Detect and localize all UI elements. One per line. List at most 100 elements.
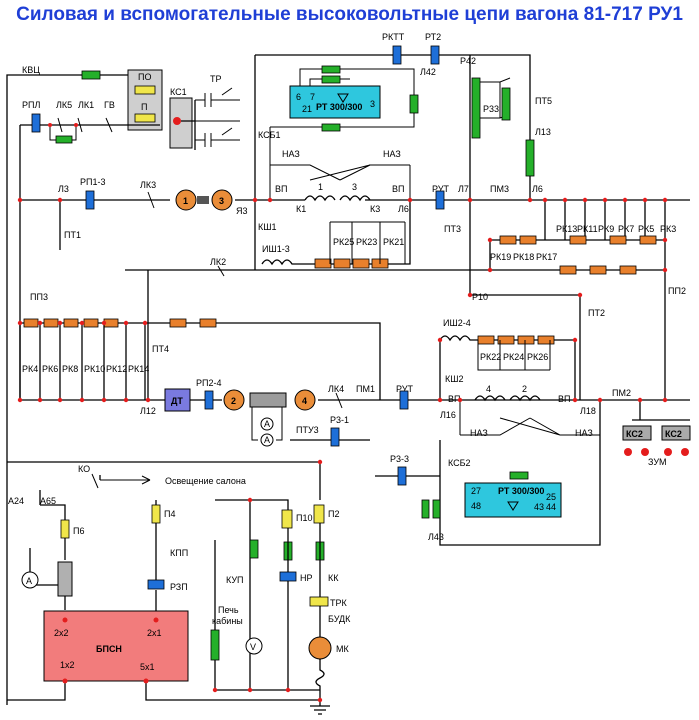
ks1-box: [169, 97, 193, 149]
label-ksb1: КСБ1: [258, 130, 281, 140]
motor-link-2: [249, 392, 287, 408]
relay-r31: [330, 427, 340, 447]
rt-pin-44: 44: [546, 502, 556, 512]
motor-1: [175, 189, 197, 211]
label-vp2: ВП: [392, 184, 404, 194]
label-vp1: ВП: [275, 184, 287, 194]
label-p: П: [141, 102, 147, 112]
label-naz4: НАЗ: [575, 428, 593, 438]
label-bpsn: БПСН: [96, 644, 122, 654]
lk5-coil: [55, 135, 73, 144]
label-rk9: РК9: [598, 224, 614, 234]
label-ammeter-1: A: [264, 419, 270, 429]
label-rk8: РК8: [62, 364, 78, 374]
label-pm3: ПМ3: [490, 184, 509, 194]
label-tr: ТР: [210, 74, 222, 84]
label-2x2: 2х2: [54, 628, 69, 638]
label-nr: НР: [300, 573, 313, 583]
label-dt: ДТ: [171, 396, 183, 406]
label-rk12: РК12: [106, 364, 127, 374]
relay-rktt: [392, 45, 402, 65]
label-rk17: РК17: [536, 252, 557, 262]
label-r31: Р3-1: [330, 415, 349, 425]
p33-contact: [471, 77, 481, 139]
junction-nodes: [17, 197, 668, 703]
l43-contact-b: [432, 499, 441, 519]
label-kk: КК: [328, 573, 339, 583]
label-l18: Л18: [580, 406, 596, 416]
p33-resistor: [501, 87, 511, 121]
label-lk4: ЛК4: [328, 384, 344, 394]
label-ks2a: КС2: [626, 429, 643, 439]
label-trk: ТРК: [330, 598, 348, 608]
l43-contact-a: [421, 499, 430, 519]
ammeter-aux: [21, 571, 39, 589]
label-pt3: ПТ3: [444, 224, 461, 234]
label-mk: МК: [336, 644, 349, 654]
label-a65: А65: [40, 496, 56, 506]
label-pt4: ПТ4: [152, 344, 169, 354]
label-rp13: РП1-3: [80, 177, 105, 187]
label-kabiny: кабины: [212, 616, 243, 626]
label-l16: Л16: [440, 410, 456, 420]
fuse-trk: [309, 596, 329, 607]
dt-block: [164, 388, 191, 412]
label-lk3: ЛК3: [140, 180, 156, 190]
label-rk5: РК5: [638, 224, 654, 234]
v-branch-contact: [249, 539, 259, 559]
label-kpp: КПП: [170, 548, 188, 558]
relay-rut2: [399, 390, 409, 410]
label-rk23: РК23: [356, 237, 377, 247]
label-pm1: ПМ1: [356, 384, 375, 394]
label-rk26: РК26: [527, 352, 548, 362]
label-pech: Печь: [218, 605, 239, 615]
shunt: [57, 561, 73, 597]
label-2x1: 2х1: [147, 628, 162, 638]
label-pp2: ПП2: [668, 286, 686, 296]
label-ks2b: КС2: [665, 429, 682, 439]
label-rut2: РУТ: [396, 384, 414, 394]
label-rk3: РК3: [660, 224, 676, 234]
label-budk: БУДК: [328, 614, 351, 624]
relay-rpl: [31, 113, 41, 133]
label-r33: Р3-3: [390, 454, 409, 464]
label-l6b: Л6: [532, 184, 543, 194]
label-l6a: Л6: [398, 204, 409, 214]
motor-link: [197, 196, 209, 204]
ammeter-2: [260, 433, 274, 447]
label-pt1: ПТ1: [64, 230, 81, 240]
voltmeter: [245, 637, 263, 655]
label-ksh1: КШ1: [258, 222, 277, 232]
label-pp3: ПП3: [30, 292, 48, 302]
rt-bot-contact: [509, 471, 529, 480]
fuse-p4: [151, 504, 161, 524]
label-rk10: РК10: [84, 364, 105, 374]
label-rk13: РК13: [556, 224, 577, 234]
label-rt300-bottom: РТ 300/300: [498, 486, 544, 496]
l42-coil: [409, 94, 419, 114]
bpsn-block: [43, 610, 189, 682]
label-l42: Л42: [420, 67, 436, 77]
label-pt2: ПТ2: [588, 308, 605, 318]
label-ish13: ИШ1-3: [262, 244, 290, 254]
rt-top-contact-b: [321, 75, 341, 84]
label-m3: 3: [219, 196, 224, 206]
label-rk24: РК24: [503, 352, 524, 362]
label-k1: К1: [296, 204, 306, 214]
rt-pin-21: 21: [302, 104, 312, 114]
label-rk11: РК11: [577, 224, 598, 234]
label-p33: Р33: [483, 104, 499, 114]
rt-pin-27: 27: [471, 486, 481, 496]
fuse-p6: [60, 519, 70, 539]
rt-pin-48: 48: [471, 501, 481, 511]
motor-3: [211, 189, 233, 211]
label-rut1: РУТ: [432, 184, 450, 194]
label-zum: ЗУМ: [648, 457, 667, 467]
label-rk6: РК6: [42, 364, 58, 374]
label-ammeter-2: A: [264, 435, 270, 445]
relay-rzp: [147, 579, 165, 590]
label-l43: Л43: [428, 532, 444, 542]
label-rk18: РК18: [513, 252, 534, 262]
ks2-b: [661, 425, 691, 441]
